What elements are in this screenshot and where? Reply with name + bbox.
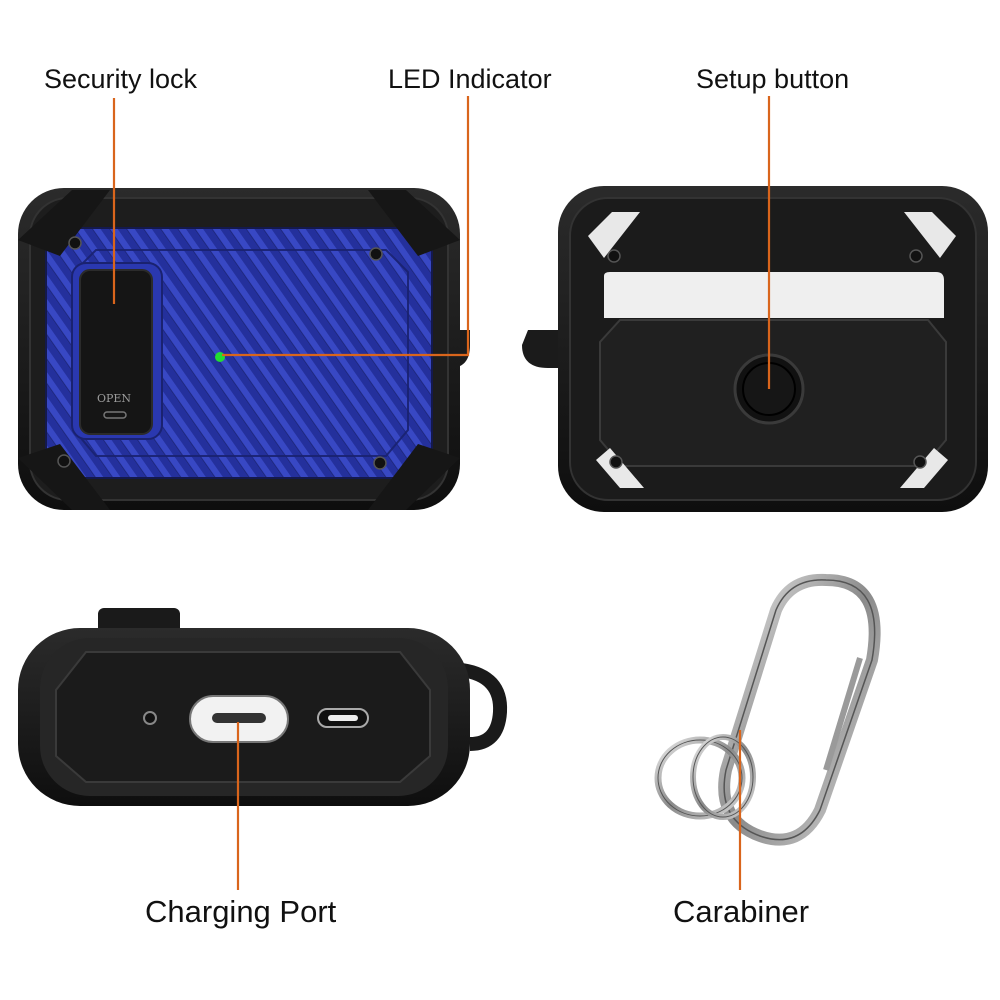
led-indicator-callout (222, 96, 470, 357)
lock-open-text: OPEN (97, 392, 131, 405)
led-indicator-label: LED Indicator (388, 64, 552, 94)
carabiner-label: Carabiner (673, 894, 810, 929)
carabiner (654, 573, 881, 846)
security-lock: OPEN (71, 262, 163, 440)
security-lock-label: Security lock (44, 64, 198, 94)
back-case (522, 186, 988, 512)
charging-port-label: Charging Port (145, 894, 337, 929)
callout-lines (112, 96, 771, 890)
setup-button-label: Setup button (696, 64, 850, 94)
led-indicator (215, 352, 225, 362)
